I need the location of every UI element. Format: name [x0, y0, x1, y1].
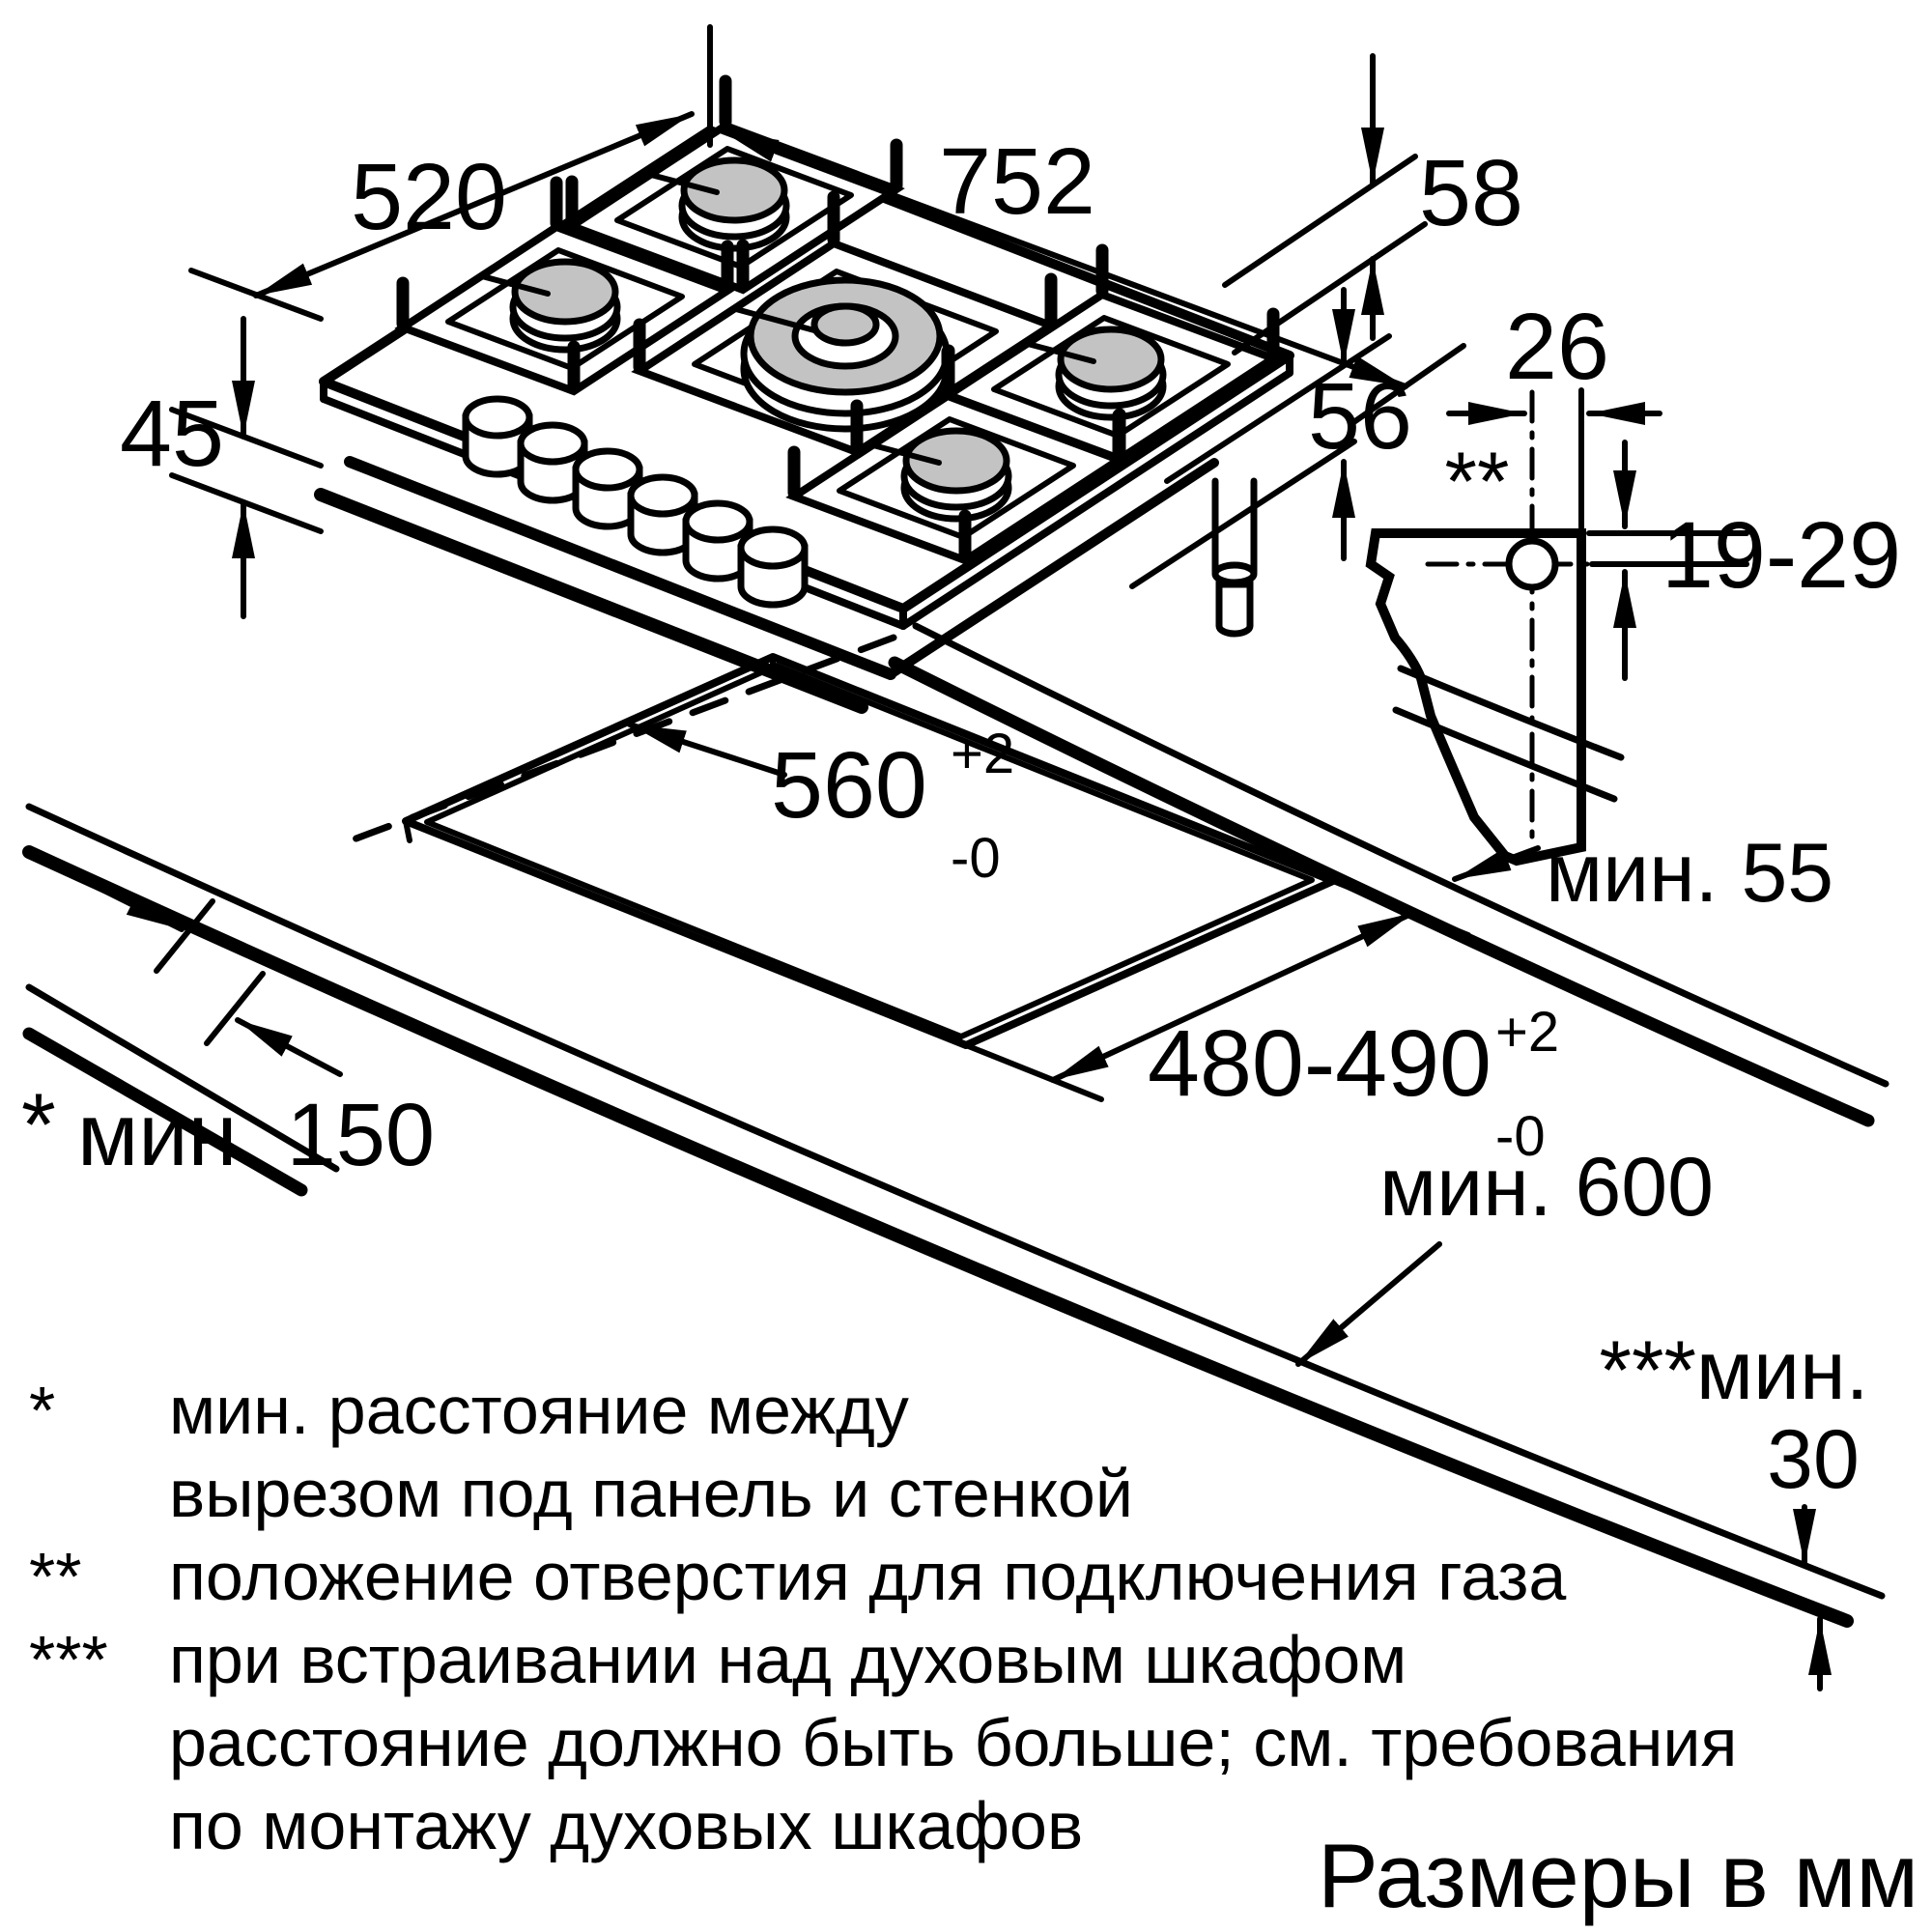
footnote-text: мин. расстояние между: [169, 1373, 909, 1448]
dim-leader-min55: [1452, 845, 1541, 882]
knob: [517, 421, 588, 504]
ext-line: [154, 898, 215, 974]
dim-line-480-490: [1050, 910, 1416, 1083]
dim-label-480-490-tol-minus: -0: [1495, 1105, 1546, 1168]
gas-hole-marker: **: [1445, 436, 1510, 528]
worktop-cross-section-detail: [1365, 389, 1625, 867]
dim-leader-560: [627, 722, 787, 778]
knob: [682, 499, 753, 582]
gas-pipe-foot: [1215, 581, 1254, 638]
countertop-back-edge-top-line: [912, 622, 1889, 1088]
dim-label-min30-word: ***мин.: [1600, 1324, 1869, 1417]
side-wall-face-line: [22, 1027, 308, 1197]
cutout-thickness-edge-left: [403, 818, 412, 843]
dim-label-560-tol-minus: -0: [951, 827, 1001, 890]
footnote-text: при встраивании над духовым шкафом: [169, 1622, 1406, 1697]
countertop: [22, 622, 1889, 1628]
hob-body-bottom-edge-right: [886, 458, 1219, 679]
gas-connection-pipe: [1211, 477, 1258, 638]
hob-base-edge-left: [314, 488, 868, 714]
burner-cap: [810, 302, 880, 347]
dim-label-520: 520: [351, 144, 507, 249]
knob: [462, 395, 533, 478]
dim-label-480-490-tol-plus: +2: [1495, 1001, 1559, 1064]
gas-pipe-rim: [1211, 561, 1258, 586]
dim-label-560-tol-plus: +2: [951, 723, 1014, 785]
dim-label-min30-value: 30: [1767, 1413, 1860, 1506]
ext-line: [1330, 878, 1471, 938]
dim-line-752: [720, 128, 1408, 389]
countertop-front-edge-top-line: [25, 803, 1886, 1600]
ext-line: [1222, 154, 1418, 288]
dim-label-58: 58: [1419, 140, 1523, 245]
knob: [737, 526, 809, 609]
footnote-marker: **: [29, 1539, 81, 1614]
side-wall-top-line: [25, 983, 340, 1173]
dim-label-560: 560: [771, 732, 927, 838]
hob-body-bottom-edge-left: [344, 456, 896, 680]
footnotes: * мин. расстояние между вырезом под пане…: [29, 1373, 1737, 1863]
worktop-cutout-inner-edge: [424, 663, 1315, 1039]
dim-label-752: 752: [939, 128, 1095, 234]
footnote-marker: ***: [29, 1622, 108, 1697]
dim-arrow-min150-right: [74, 874, 185, 932]
hob-glass-edge-front-right: [899, 369, 1293, 630]
dim-label-56: 56: [1308, 363, 1412, 469]
dim-label-45: 45: [120, 381, 224, 486]
gas-connection-hole: [1505, 537, 1559, 591]
control-knobs: [462, 395, 809, 609]
ext-line: [169, 407, 324, 469]
dim-label-min55: мин. 55: [1546, 827, 1833, 920]
dim-arrow-min150-left: [235, 1017, 343, 1077]
burner-front: [785, 345, 1127, 565]
break-line: [1392, 706, 1618, 803]
dim-label-min600: мин. 600: [1379, 1141, 1714, 1234]
burner-cap: [902, 427, 1010, 495]
break-line: [1397, 665, 1625, 761]
ext-line: [963, 1042, 1104, 1102]
footnote-marker: *: [29, 1373, 55, 1448]
footnote-text: положение отверстия для подключения газа: [169, 1539, 1566, 1614]
footnote-text: по монтажу духовых шкафов: [169, 1788, 1083, 1863]
countertop-front-edge-face-line: [22, 845, 1854, 1628]
dim-label-26: 26: [1505, 294, 1609, 399]
ext-line: [204, 971, 266, 1046]
ext-line: [1350, 343, 1466, 426]
dim-line-520: [253, 111, 695, 298]
worktop-cutout-outline: [402, 653, 1337, 1049]
footnote-text: вырезом под панель и стенкой: [169, 1456, 1133, 1531]
dim-label-min150: мин. 150: [77, 1086, 435, 1184]
ext-line: [1232, 221, 1428, 355]
ext-line: [1129, 439, 1357, 589]
dim-leader-min600: [1295, 1241, 1442, 1367]
units-note: Размеры в мм: [1318, 1825, 1918, 1926]
dim-label-min150-marker: *: [21, 1076, 56, 1175]
dim-label-19-29: 19-29: [1662, 502, 1901, 608]
footnote-text: расстояние должно быть больше; см. требо…: [169, 1705, 1737, 1780]
dimensions: 752 520 45 58 56 26 ** 19-29: [21, 24, 1901, 1691]
dim-label-480-490: 480-490: [1148, 1010, 1492, 1116]
